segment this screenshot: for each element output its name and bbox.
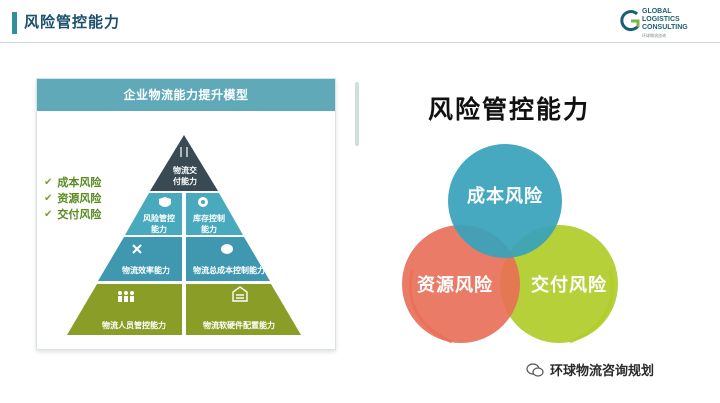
logo-line-1: GLOBAL [642,8,672,15]
pyramid-row4-right-label: 物流软硬件配置能力 [203,321,275,330]
company-logo: GLOBAL LOGISTICS CONSULTING 环球物流咨询 [620,6,716,40]
right-heading: 风险管控能力 [428,95,591,124]
logo-subtitle: 环球物流咨询 [642,33,666,38]
risk-checklist: ✔ 成本风险 ✔ 资源风险 ✔ 交付风险 [44,174,101,222]
check-label: 成本风险 [57,176,102,189]
pyramid-top-label: 物流交 付能力 [168,165,202,187]
check-label: 资源风险 [57,192,102,205]
delivery-risk-label: 交付风险 [531,275,607,296]
check-item-resource: ✔ 资源风险 [44,190,101,206]
pyramid-row3-left-block [98,237,182,281]
logo-line-3: CONSULTING [642,24,688,31]
header-accent-bar [12,12,17,34]
tools-icon [132,244,142,254]
pyramid-mid-left-line-1: 风险管控 [143,214,175,223]
cutlery-icon [180,147,188,157]
logo-line-2: LOGISTICS [642,16,680,23]
vertical-accent-bar [355,82,359,146]
cost-risk-label: 成本风险 [467,186,543,207]
cost-risk-circle: 成本风险 [448,144,562,258]
capability-model-panel: 企业物流能力提升模型 [36,78,336,350]
check-item-cost: ✔ 成本风险 [44,174,101,190]
watermark: 环球物流咨询规划 [526,360,654,379]
header-divider [0,42,720,43]
check-label: 交付风险 [57,208,102,221]
wechat-icon [526,362,544,377]
coins-icon [221,244,233,254]
warehouse-icon [232,286,248,302]
logo-mark-icon [620,10,640,31]
capability-pyramid [67,135,301,335]
pyramid-top-line-1: 物流交 [173,166,197,175]
page-title: 风险管控能力 [24,13,121,31]
checkmark-icon: ✔ [44,208,53,220]
panel-title: 企业物流能力提升模型 [37,79,335,111]
gear-icon [198,197,208,207]
checkmark-icon: ✔ [44,192,53,204]
logo-text: GLOBAL LOGISTICS CONSULTING 环球物流咨询 [642,8,716,40]
pyramid-row4-left-block [67,284,182,335]
shield-icon [159,197,171,207]
pyramid-mid-right-line-2: 能力 [201,225,217,234]
check-item-delivery: ✔ 交付风险 [44,206,101,222]
pyramid-row3-left-label: 物流效率能力 [122,266,170,275]
checkmark-icon: ✔ [44,176,53,188]
pyramid-row4-left-label: 物流人员管控能力 [102,321,166,330]
pyramid-top-line-2: 付能力 [173,177,197,186]
pyramid-row3-right-block [186,237,270,281]
watermark-text: 环球物流咨询规划 [550,364,655,379]
pyramid-mid-right-label: 库存控制 能力 [187,213,231,235]
pyramid-mid-left-label: 风险管控 能力 [137,213,181,235]
pyramid-top-block [150,135,218,191]
pyramid-row4-right-block [186,284,301,335]
pyramid-mid-left-line-2: 能力 [151,225,167,234]
pyramid-mid-right-line-1: 库存控制 [193,214,225,223]
people-icon [118,291,134,302]
resource-risk-label: 资源风险 [417,275,493,296]
pyramid-row3-right-label: 物流总成本控制能力 [193,266,265,275]
